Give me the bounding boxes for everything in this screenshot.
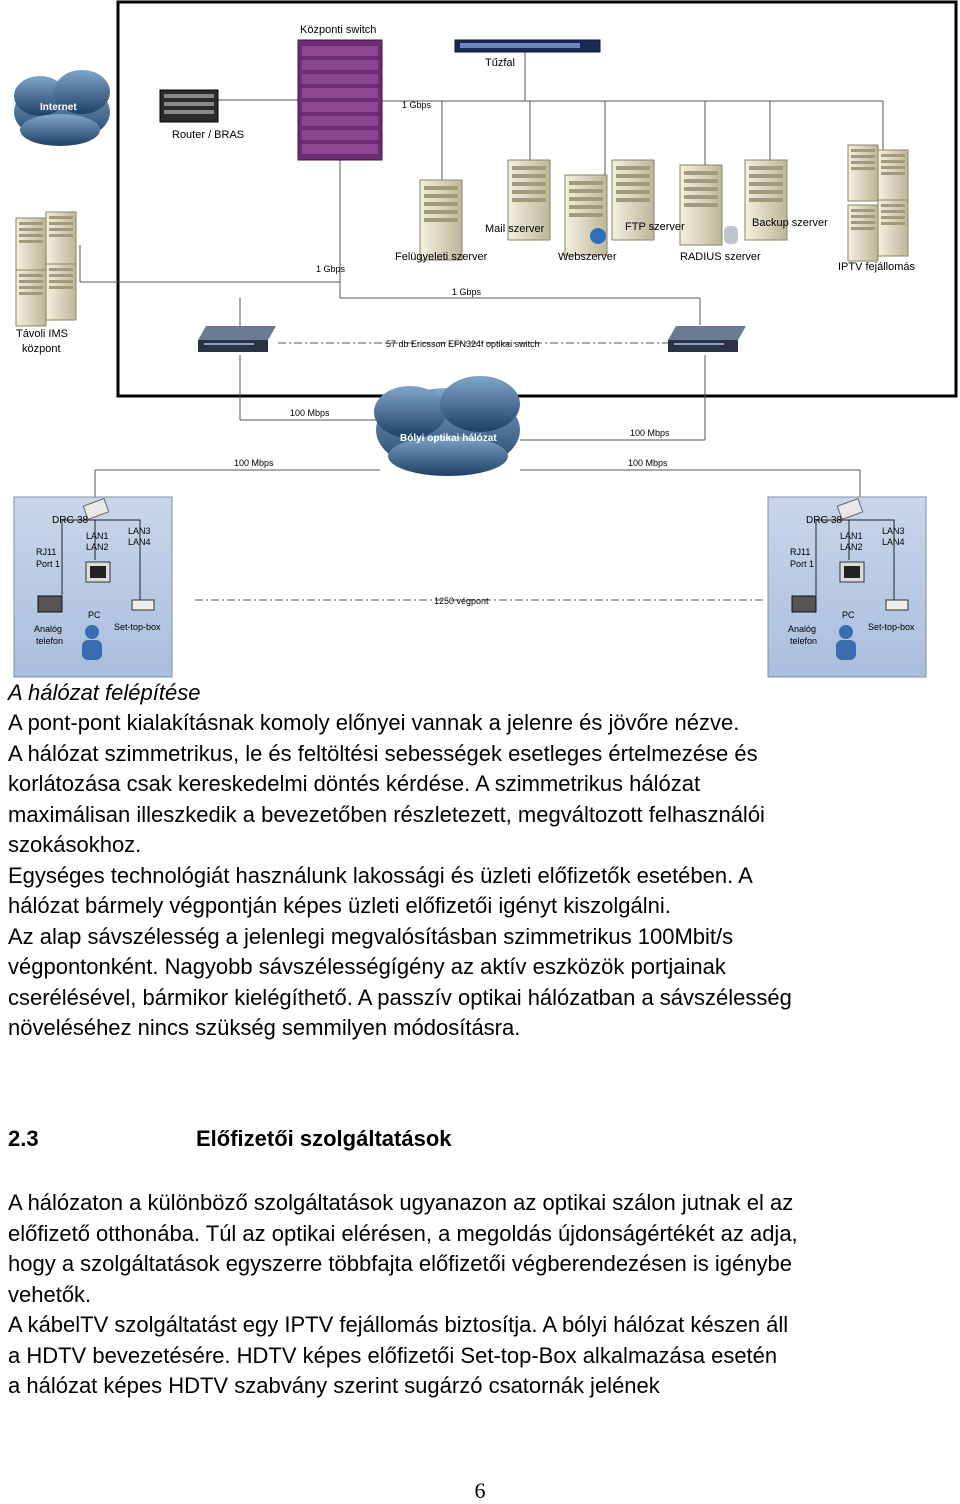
cpe-label: DRG 38 (52, 515, 89, 526)
cpe-label: RJ11 (36, 547, 56, 557)
remote-ims-label-1: Távoli IMS (16, 328, 68, 340)
backup-server-label: Backup szerver (752, 217, 828, 229)
iptv-headend-label: IPTV fejállomás (838, 261, 916, 273)
cpe-panel-left: DRG 38 LAN1 LAN2 LAN3 LAN4 RJ11 Port 1 P… (13, 496, 173, 678)
remote-ims-label-2: központ (22, 343, 61, 355)
network-diagram: Központi switch Tűzfal Internet Router /… (13, 0, 958, 678)
cpe-label: Set-top-box (114, 622, 161, 632)
text-line: a hálózat képes HDTV szabvány szerint su… (8, 1373, 660, 1398)
link-speed-label: 1 Gbps (316, 264, 346, 274)
bolyi-network-label: Bólyi optikai hálózat (400, 433, 497, 444)
text-line: A hálózat szimmetrikus, le és feltöltési… (8, 740, 758, 766)
cpe-label: LAN4 (128, 537, 151, 547)
cpe-label: LAN2 (840, 542, 863, 552)
cpe-label: Set-top-box (868, 622, 915, 632)
cpe-label: LAN2 (86, 542, 109, 552)
link-speed-label: 1 Gbps (452, 287, 482, 297)
text-line: A hálózaton a különböző szolgáltatások u… (8, 1190, 794, 1215)
cpe-label: DRG 38 (806, 515, 843, 526)
web-server-label: Webszerver (558, 251, 617, 263)
figure-caption: A hálózat felépítése (8, 680, 201, 705)
internet-cloud (14, 70, 110, 146)
text-line: előfizető otthonába. Túl az optikai elér… (8, 1220, 798, 1246)
cpe-label: PC (88, 610, 101, 620)
cpe-label: PC (842, 610, 855, 620)
cpe-label: LAN4 (882, 537, 905, 547)
text-line: korlátozása csak kereskedelmi döntés kér… (8, 771, 701, 796)
text-line: hogy a szolgáltatások egyszerre többfajt… (8, 1251, 792, 1276)
cpe-label: LAN3 (128, 526, 151, 536)
ftp-server-label: FTP szerver (625, 221, 685, 233)
cpe-label: Port 1 (36, 559, 60, 569)
firewall-label: Tűzfal (485, 57, 515, 69)
internet-label: Internet (40, 102, 77, 113)
cpe-label: RJ11 (790, 547, 810, 557)
cpe-label: telefon (36, 636, 63, 646)
endpoints-label: 1250 végpont (434, 596, 489, 606)
link-speed-label: 100 Mbps (628, 458, 668, 468)
body-paragraph-2: A hálózaton a különböző szolgáltatások u… (8, 1188, 956, 1402)
text-line: szokásokhoz. (8, 832, 142, 857)
link-speed-label: 100 Mbps (290, 408, 330, 418)
text-line: A kábelTV szolgáltatást egy IPTV fejállo… (8, 1312, 789, 1337)
text-line: cserélésével, bármikor kielégíthető. A p… (8, 984, 792, 1010)
cpe-label: Analóg (34, 624, 62, 634)
cpe-label: LAN3 (882, 526, 905, 536)
page-number: 6 (474, 1478, 486, 1503)
cpe-label: LAN1 (86, 531, 109, 541)
optical-switch-label: 57 db Ericsson EFN324f optikai switch (386, 339, 540, 349)
link-speed-label: 100 Mbps (234, 458, 274, 468)
text-line: A pont-pont kialakításnak komoly előnyei… (8, 710, 740, 735)
text-line: a HDTV bevezetésére. HDTV képes előfizet… (8, 1342, 778, 1368)
text-line: maximálisan illeszkedik a bevezetőben ré… (8, 801, 765, 827)
router-label: Router / BRAS (172, 129, 244, 141)
link-speed-label: 100 Mbps (630, 428, 670, 438)
text-line: Az alap sávszélesség a jelenlegi megvaló… (8, 923, 734, 949)
cpe-label: LAN1 (840, 531, 863, 541)
supervision-server-label: Felügyeleti szerver (395, 251, 488, 263)
section-title: Előfizetői szolgáltatások (196, 1126, 452, 1151)
text-line: vehetők. (8, 1281, 92, 1307)
text-line: hálózat bármely végpontján képes üzleti … (8, 893, 671, 918)
central-switch-label: Központi switch (300, 24, 376, 36)
text-line: végpontonként. Nagyobb sávszélességígény… (8, 954, 726, 979)
cpe-label: Port 1 (790, 559, 814, 569)
cpe-label: telefon (790, 636, 817, 646)
section-number: 2.3 (8, 1126, 39, 1151)
bolyi-network-cloud (374, 376, 520, 476)
radius-server-label: RADIUS szerver (680, 251, 761, 263)
text-line: növeléséhez nincs szükség semmilyen módo… (8, 1015, 521, 1040)
text-line: Egységes technológiát használunk lakossá… (8, 862, 753, 888)
cpe-panel-right: DRG 38 LAN1 LAN2 LAN3 LAN4 RJ11 Port 1 P… (767, 496, 927, 678)
mail-server-label: Mail szerver (485, 223, 545, 235)
cpe-label: Analóg (788, 624, 816, 634)
link-speed-label: 1 Gbps (402, 100, 432, 110)
body-paragraph-1: A pont-pont kialakításnak komoly előnyei… (8, 708, 956, 1044)
